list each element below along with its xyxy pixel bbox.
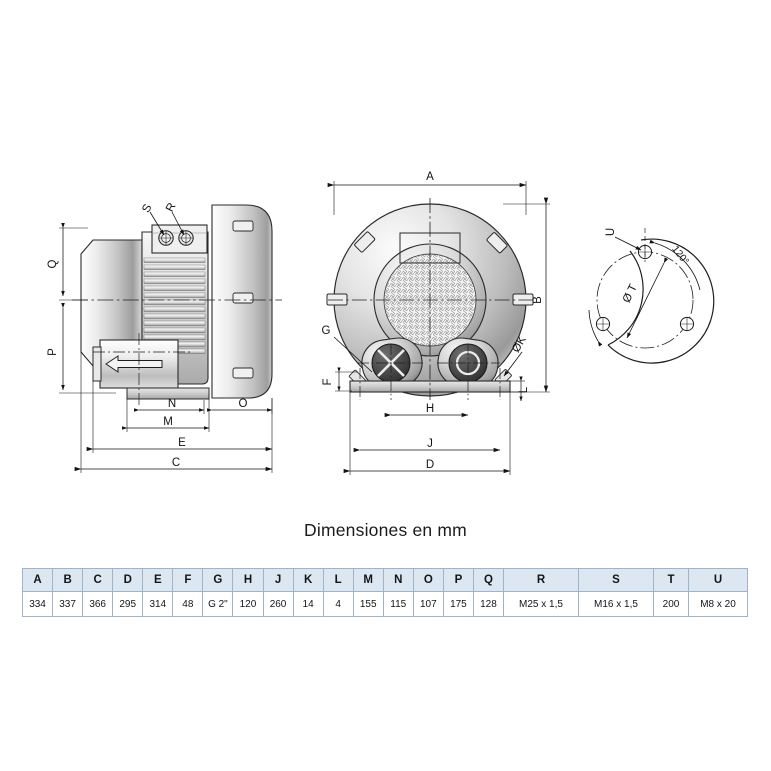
table-cell-s: M16 x 1,5: [578, 591, 654, 617]
table-header-q: Q: [472, 568, 505, 592]
label-r: R: [164, 201, 178, 214]
label-h: H: [426, 403, 434, 415]
label-e: E: [178, 437, 186, 449]
label-l: L: [518, 386, 530, 393]
label-j: J: [427, 438, 433, 450]
page-title: Dimensiones en mm: [304, 520, 467, 540]
flange-bolt-circle: [596, 251, 694, 349]
label-q: Q: [47, 259, 59, 268]
label-t: Ø T: [621, 283, 640, 305]
dimline-t-diameter: [626, 257, 669, 339]
table-cell-f: 48: [172, 591, 204, 617]
hood-slot-top: [232, 220, 254, 232]
table-cell-u: M8 x 20: [688, 591, 748, 617]
hood-slot-bottom: [232, 367, 254, 379]
leader-line-u: [614, 236, 642, 251]
drawing-area: S R Q: [47, 171, 715, 475]
angle-arc-120: [649, 239, 701, 291]
table-header-b: B: [52, 568, 84, 592]
leader-line-k: [503, 351, 523, 377]
label-m: M: [163, 416, 173, 428]
table-header-t: T: [653, 568, 689, 592]
table-cell-c: 366: [82, 591, 114, 617]
label-s: S: [140, 202, 154, 215]
front-mounting-lugs: [326, 231, 534, 306]
flange-detail-view: Ø T 120° U: [588, 228, 715, 364]
table-cell-j: 260: [262, 591, 294, 617]
table-cell-e: 314: [142, 591, 174, 617]
side-port-flange: [92, 346, 102, 382]
table-cell-d: 295: [112, 591, 144, 617]
side-view: S R Q: [47, 201, 282, 473]
table-cell-q: 128: [472, 591, 505, 617]
table-cell-g: G 2": [202, 591, 234, 617]
table-header-o: O: [412, 568, 444, 592]
table-header-l: L: [322, 568, 354, 592]
table-header-g: G: [202, 568, 234, 592]
side-foot-plate: [126, 387, 210, 400]
label-o: O: [239, 398, 248, 410]
table-cell-t: 200: [653, 591, 689, 617]
table-header-d: D: [112, 568, 144, 592]
table-cell-a: 334: [21, 591, 54, 617]
table-header-u: U: [688, 568, 748, 592]
hood-slot-middle: [232, 292, 254, 304]
flow-direction-arrow: [105, 355, 163, 373]
cable-gland-s: [158, 230, 174, 246]
table-header-j: J: [262, 568, 294, 592]
table-header-s: S: [578, 568, 654, 592]
label-a: A: [426, 171, 434, 183]
label-n: N: [168, 398, 176, 410]
bolt-hole-lower-left: [595, 316, 611, 332]
table-header-c: C: [82, 568, 114, 592]
table-cell-l: 4: [322, 591, 354, 617]
table-header-p: P: [442, 568, 474, 592]
label-angle-120: 120°: [669, 244, 690, 267]
table-header-m: M: [352, 568, 384, 592]
table-cell-r: M25 x 1,5: [503, 591, 579, 617]
table-header-e: E: [142, 568, 174, 592]
label-c: C: [172, 457, 180, 469]
cable-gland-r: [178, 230, 194, 246]
bolt-hole-lower-right: [679, 316, 695, 332]
angle-arc-120-secondary: [588, 309, 603, 347]
table-cell-k: 14: [292, 591, 324, 617]
label-b: B: [532, 296, 544, 304]
table-header-n: N: [382, 568, 414, 592]
table-cell-h: 120: [232, 591, 264, 617]
table-header-h: H: [232, 568, 264, 592]
front-view: A B F L G Ø: [322, 171, 550, 475]
table-cell-n: 115: [382, 591, 414, 617]
label-g: G: [322, 325, 331, 337]
label-p: P: [47, 348, 59, 356]
table-header-f: F: [172, 568, 204, 592]
table-cell-m: 155: [352, 591, 384, 617]
technical-drawing-svg: S R Q: [47, 171, 715, 475]
table-header-a: A: [21, 568, 54, 592]
leader-line-g: [333, 336, 373, 373]
flange-outer-arc: [607, 238, 715, 364]
label-u: U: [605, 228, 617, 236]
leader-line-s: [149, 211, 165, 236]
table-cell-b: 337: [52, 591, 84, 617]
label-f: F: [322, 378, 334, 385]
table-header-r: R: [503, 568, 579, 592]
label-d: D: [426, 459, 434, 471]
table-cell-p: 175: [442, 591, 474, 617]
table-header-k: K: [292, 568, 324, 592]
leader-line-r: [171, 211, 185, 236]
table-cell-o: 107: [412, 591, 444, 617]
